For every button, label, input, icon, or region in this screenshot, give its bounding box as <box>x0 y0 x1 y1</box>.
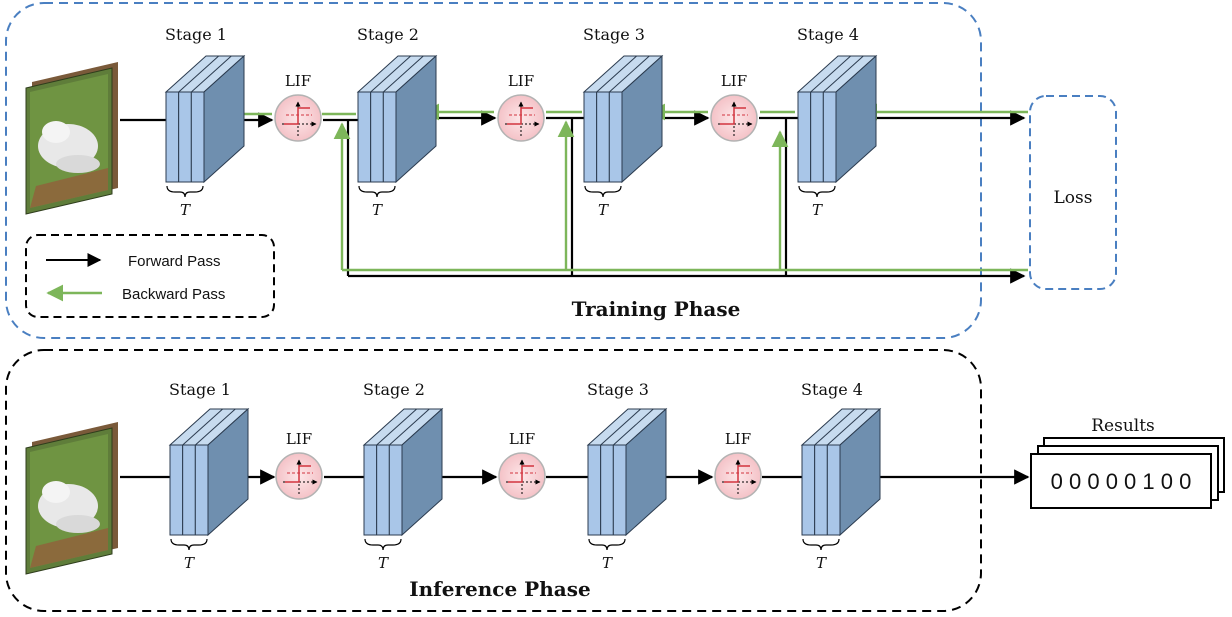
inference-stage-3-label: Stage 3 <box>587 380 649 399</box>
inference-stage-1-label: Stage 1 <box>169 380 231 399</box>
training-stage-1-time-label: T <box>180 201 191 219</box>
inference-stage-4-time-label: T <box>816 554 827 572</box>
training-phase-border <box>5 2 982 339</box>
inference-phase-title: Inference Phase <box>409 577 590 601</box>
training-stage-4-block <box>796 54 878 184</box>
legend-border <box>25 234 275 318</box>
inference-lif-label-2: LIF <box>509 430 535 448</box>
loss-label: Loss <box>1054 188 1093 208</box>
inference-stage-3-time-label: T <box>602 554 613 572</box>
results-value: 0 0 0 0 0 1 0 0 <box>1051 469 1192 494</box>
inference-input-image <box>25 421 119 575</box>
inference-stage-2-brace <box>364 538 402 551</box>
training-stages: Stage 1 T Stage 2 T Stage 3 T Stage 4 T LIF LIF LI… <box>164 25 878 219</box>
results-box <box>1030 453 1212 509</box>
inference-stage-4-block <box>800 407 882 537</box>
inference-stage-3-brace <box>588 538 626 551</box>
training-lif-label-1: LIF <box>285 72 311 90</box>
training-stage-3-time-label: T <box>598 201 609 219</box>
training-stage-1-block <box>164 54 246 184</box>
training-stage-4-brace <box>798 185 836 198</box>
inference-lif-neuron-2 <box>499 453 545 499</box>
training-phase-title: Training Phase <box>572 297 741 321</box>
inference-stage-2-time-label: T <box>378 554 389 572</box>
inference-phase-border <box>5 349 982 612</box>
inference-stage-4-brace <box>802 538 840 551</box>
legend-forward-label: Forward Pass <box>128 253 221 270</box>
training-lif-label-2: LIF <box>508 72 534 90</box>
inference-lif-label-3: LIF <box>725 430 751 448</box>
training-stage-1-brace <box>166 185 204 198</box>
results-stack: Results 0 0 0 0 0 1 0 0 <box>1030 416 1225 509</box>
loss-box <box>1029 95 1117 290</box>
training-stage-3-brace <box>584 185 622 198</box>
inference-stages: Stage 1 T Stage 2 T Stage 3 T Stage 4 T LIF LIF LI… <box>168 380 882 572</box>
inference-lif-neuron-3 <box>715 453 761 499</box>
results-label: Results <box>1091 416 1155 436</box>
training-lif-neuron-3 <box>711 95 757 141</box>
training-stage-4-time-label: T <box>812 201 823 219</box>
training-lif-neuron-2 <box>498 95 544 141</box>
inference-stage-3-block <box>586 407 668 537</box>
training-lif-neuron-1 <box>275 95 321 141</box>
training-stage-3-block <box>582 54 664 184</box>
inference-stage-1-block <box>168 407 250 537</box>
legend-backward-label: Backward Pass <box>122 286 225 303</box>
training-stage-2-brace <box>358 185 396 198</box>
legend: Forward Pass Backward Pass <box>25 234 275 318</box>
inference-stage-1-time-label: T <box>184 554 195 572</box>
inference-lif-neuron-1 <box>276 453 322 499</box>
training-lif-label-3: LIF <box>721 72 747 90</box>
training-stage-2-label: Stage 2 <box>357 25 419 44</box>
inference-stage-4-label: Stage 4 <box>801 380 863 399</box>
training-input-image <box>25 61 119 215</box>
training-stage-4-label: Stage 4 <box>797 25 859 44</box>
training-stage-2-time-label: T <box>372 201 383 219</box>
training-stage-3-label: Stage 3 <box>583 25 645 44</box>
inference-stage-2-block <box>362 407 444 537</box>
training-stage-2-block <box>356 54 438 184</box>
inference-lif-label-1: LIF <box>286 430 312 448</box>
training-stage-1-label: Stage 1 <box>165 25 227 44</box>
training-forward-connections <box>120 110 1026 284</box>
inference-stage-2-label: Stage 2 <box>363 380 425 399</box>
inference-stage-1-brace <box>170 538 208 551</box>
